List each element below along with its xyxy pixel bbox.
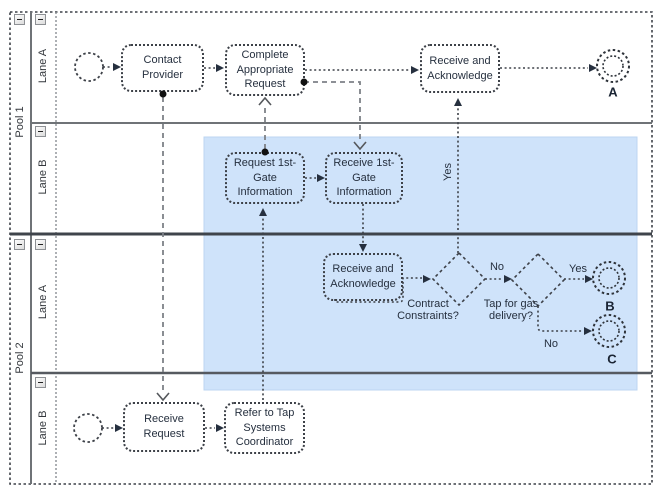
pool1-lane-a-label: Lane A [37,48,49,84]
arrowhead [584,327,592,335]
message-anchor-dot [159,90,167,98]
end-event-b-inner [598,267,620,289]
task-receive-and-acknowledge-top[interactable]: Receive and Acknowledge [420,44,500,93]
pool2-lane-b-label: Lane B [37,410,49,446]
message-arrowhead [156,392,170,402]
task-refer-to-tap-systems-coordinator[interactable]: Refer to Tap Systems Coordinator [224,402,305,454]
message-arrowhead [353,141,367,151]
message-complete-to-receive-gate[interactable] [304,81,361,141]
arrowhead [115,424,123,432]
flow-label-yes-to-b: Yes [569,263,587,275]
end-event-a[interactable] [596,49,630,83]
arrowhead [113,63,121,71]
end-event-c-label: C [607,351,617,367]
arrowhead [216,64,224,72]
start-event-pool2[interactable] [73,413,103,443]
end-event-c[interactable] [592,314,626,348]
collapse-pool2-lane-a-minus-icon[interactable] [35,239,46,250]
gateway-tap-for-gas-label: Tap for gas delivery? [483,298,539,322]
pool2-label: Pool 2 [14,342,26,374]
end-event-c-inner [598,320,620,342]
end-event-b-label: B [605,298,615,314]
message-arrowhead [258,96,272,106]
diagram-outer-border [9,11,653,485]
arrowhead [454,98,462,106]
flow-gateway2-no-to-end-c[interactable] [537,306,583,332]
flow-label-yes-vertical: Yes [442,163,454,181]
message-anchor-dot [300,78,308,86]
task-complete-appropriate-request[interactable]: Complete Appropriate Request [225,44,305,96]
task-request-first-gate-information[interactable]: Request 1st- Gate Information [225,152,305,204]
end-event-a-label: A [608,84,618,100]
collapse-pool2-minus-icon[interactable] [14,239,25,250]
arrowhead [504,275,512,283]
gateway-contract-constraints-label: Contract Constraints? [397,298,459,322]
arrowhead [589,64,597,72]
task-contact-provider[interactable]: Contact Provider [121,44,204,92]
arrowhead [259,208,267,216]
task-receive-and-acknowledge-mid[interactable]: Receive and Acknowledge [323,253,403,301]
arrowhead [359,244,367,252]
arrowhead [423,275,431,283]
end-event-a-inner [602,55,624,77]
collapse-pool2-lane-b-minus-icon[interactable] [35,377,46,388]
end-event-b[interactable] [592,261,626,295]
pool2-lane-a-label: Lane A [37,284,49,320]
arrowhead [317,174,325,182]
task-receive-first-gate-information[interactable]: Receive 1st- Gate Information [325,152,403,204]
flow-receive-ack-mid-to-gateway1[interactable] [334,277,422,303]
collapse-pool1-lane-a-minus-icon[interactable] [35,14,46,25]
collapse-pool1-minus-icon[interactable] [14,14,25,25]
gateway-contract-constraints[interactable] [431,251,487,307]
flow-label-no-to-c: No [543,338,559,350]
highlight-region[interactable] [203,136,638,391]
arrowhead [216,424,224,432]
collapse-pool1-lane-b-minus-icon[interactable] [35,126,46,137]
task-receive-request[interactable]: Receive Request [123,402,205,452]
pool1-label: Pool 1 [14,106,26,138]
flow-label-no-between-gateways: No [489,261,505,273]
start-event-pool1[interactable] [74,52,104,82]
arrowhead [411,66,419,74]
pool1-lane-b-label: Lane B [37,159,49,195]
arrowhead [585,275,593,283]
message-anchor-dot [261,148,269,156]
gateway-tap-for-gas[interactable] [510,252,566,308]
